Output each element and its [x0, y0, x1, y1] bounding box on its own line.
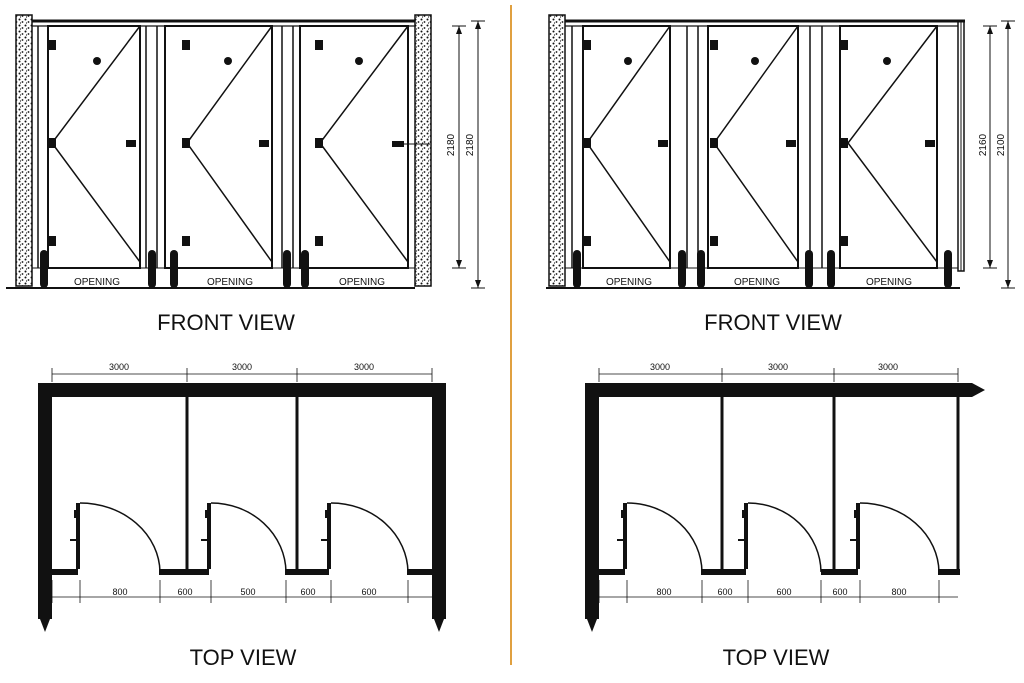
bottom-dimension: 600: [300, 587, 315, 597]
right-top-view: 3000 3000 3000 800 600: [585, 362, 985, 670]
opening-label: OPENING: [207, 277, 253, 288]
right-wall-hatch: [414, 14, 432, 287]
bottom-dimension: 600: [361, 587, 376, 597]
opening-label: OPENING: [734, 277, 780, 288]
height-dimension: 2180: [446, 133, 457, 156]
top-dimension: 3000: [232, 362, 252, 372]
height-dimension: 2180: [465, 133, 476, 156]
top-dimension: 3000: [109, 362, 129, 372]
top-dimension: 3000: [878, 362, 898, 372]
left-wall-hatch: [15, 14, 33, 287]
opening-label: OPENING: [339, 277, 385, 288]
left-top-view: 3000 3000 3000: [38, 362, 446, 670]
top-view-title: TOP VIEW: [723, 645, 830, 670]
bottom-dimension: 600: [832, 587, 847, 597]
opening-label: OPENING: [606, 277, 652, 288]
bottom-dimension: 500: [240, 587, 255, 597]
bottom-dimension: 800: [112, 587, 127, 597]
bottom-dimension: 600: [717, 587, 732, 597]
opening-label: OPENING: [74, 277, 120, 288]
front-view-title: FRONT VIEW: [704, 310, 842, 335]
top-dimension: 3000: [768, 362, 788, 372]
bottom-dimension: 600: [177, 587, 192, 597]
top-dimension: 3000: [650, 362, 670, 372]
opening-label: OPENING: [866, 277, 912, 288]
front-view-title: FRONT VIEW: [157, 310, 295, 335]
bottom-dimension: 600: [776, 587, 791, 597]
height-dimension: 2160: [978, 133, 989, 156]
bottom-dimension: 800: [891, 587, 906, 597]
height-dimension: 2100: [996, 133, 1007, 156]
top-dimension: 3000: [354, 362, 374, 372]
top-view-title: TOP VIEW: [190, 645, 297, 670]
right-front-view: OPENING OPENING OPENING 2160 2100 FRONT …: [546, 14, 1015, 335]
left-wall-hatch: [548, 14, 566, 287]
bottom-dimension: 800: [656, 587, 671, 597]
left-front-view: OPENING OPENING OPENING 2180 2180 FRONT …: [6, 14, 485, 335]
